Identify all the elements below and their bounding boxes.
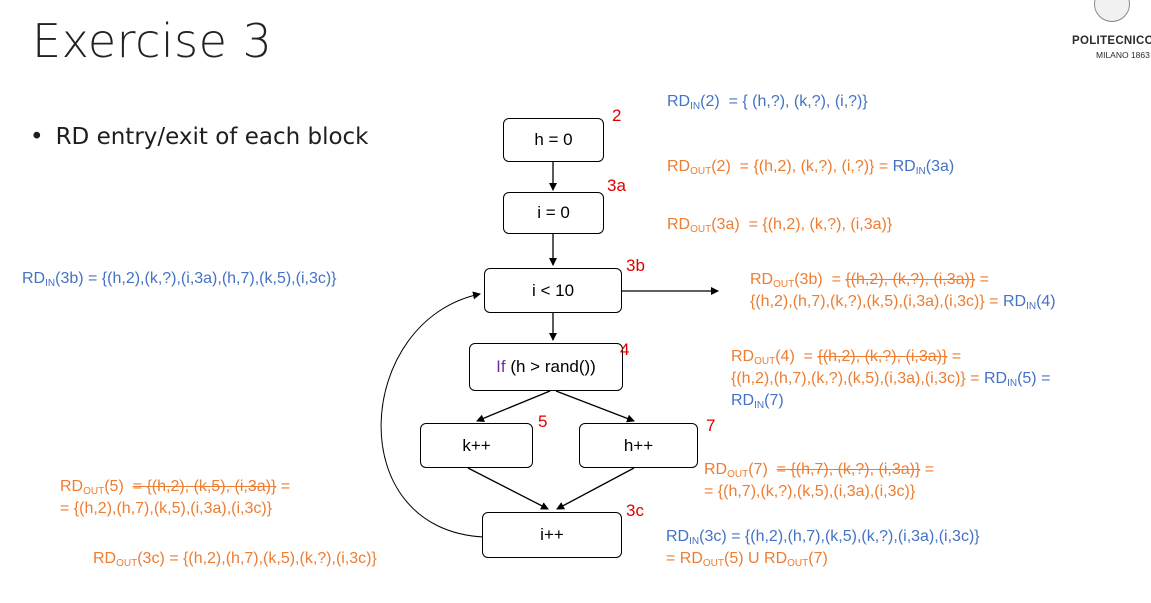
rd-out-7: RDOUT(7) = {(h,7), (k,?), (i,3a)} = = {(… bbox=[704, 461, 935, 500]
block-7: h++ bbox=[579, 423, 698, 468]
block-3b-label: 3b bbox=[626, 256, 645, 275]
block-2-label: 2 bbox=[612, 106, 622, 125]
block-5: k++ bbox=[420, 423, 533, 468]
block-3b: i < 10 bbox=[484, 268, 622, 313]
block-3c-code: i++ bbox=[540, 525, 564, 544]
edge-5-3c bbox=[467, 467, 549, 510]
block-3c-label: 3c bbox=[626, 501, 644, 520]
rd-in-3c: RDIN(3c) = {(h,2),(h,7),(k,5),(k,?),(i,3… bbox=[666, 528, 980, 569]
block-2: h = 0 bbox=[503, 118, 604, 162]
block-4-code: (h > rand()) bbox=[505, 357, 596, 376]
logo-sub: MILANO 1863 bbox=[1096, 50, 1150, 60]
bullet-item: • RD entry/exit of each block bbox=[30, 124, 369, 150]
block-4-keyword: If bbox=[496, 357, 506, 376]
block-4: If (h > rand()) bbox=[469, 343, 623, 391]
block-5-code: k++ bbox=[462, 435, 491, 455]
block-3a-label: 3a bbox=[607, 176, 626, 195]
bullet-text: RD entry/exit of each block bbox=[55, 124, 369, 150]
rd-out-3a: RDOUT(3a) = {(h,2), (k,?), (i,3a)} bbox=[667, 216, 893, 235]
rd-in-3b: RDIN(3b) = {(h,2),(k,?),(i,3a),(h,7),(k,… bbox=[22, 270, 337, 289]
block-7-label: 7 bbox=[706, 416, 716, 435]
bullet-dot: • bbox=[30, 124, 44, 150]
edge-4-7 bbox=[555, 390, 635, 423]
block-3b-code: i < 10 bbox=[531, 280, 575, 300]
block-7-code: h++ bbox=[623, 435, 654, 455]
slide-title: Exercise 3 bbox=[32, 14, 273, 68]
rd-out-2: RDOUT(2) = {(h,2), (k,?), (i,?)} = RDIN(… bbox=[667, 158, 955, 177]
edge-4-5 bbox=[476, 390, 551, 423]
block-5-label: 5 bbox=[538, 412, 548, 431]
rd-out-3b: RDOUT(3b) = {(h,2), (k,?), (i,3a)} = {(h… bbox=[750, 271, 1056, 312]
block-4-label: 4 bbox=[620, 340, 630, 359]
block-3a: i = 0 bbox=[503, 192, 604, 234]
logo-name: POLITECNICO bbox=[1072, 35, 1151, 47]
block-3c: i++ bbox=[482, 512, 622, 558]
university-logo: POLITECNICO MILANO 1863 bbox=[1072, 0, 1151, 60]
edge-7-3c bbox=[556, 467, 635, 510]
rd-out-5: RDOUT(5) = {(h,2), (k,5), (i,3a)} = = {(… bbox=[60, 478, 291, 517]
block-3a-code: i = 0 bbox=[537, 203, 570, 222]
edge-3c-3b-back bbox=[380, 291, 485, 538]
rd-out-4: RDOUT(4) = {(h,2), (k,?), (i,3a)} = {(h,… bbox=[731, 348, 1051, 411]
rd-out-3c: RDOUT(3c) = {(h,2),(h,7),(k,5),(k,?),(i,… bbox=[93, 550, 377, 569]
block-2-code: h = 0 bbox=[534, 130, 573, 149]
rd-in-2: RDIN(2) = { (h,?), (k,?), (i,?)} bbox=[667, 93, 868, 112]
